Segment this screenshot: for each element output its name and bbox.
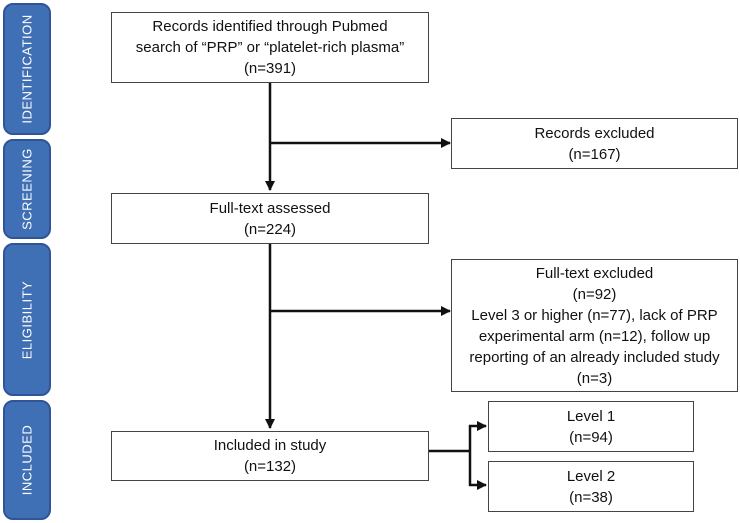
phase-screening: SCREENING (3, 139, 51, 239)
phase-included: INCLUDED (3, 400, 51, 520)
records-excluded-line-2: (n=167) (568, 145, 621, 163)
full-text-assessed-line-2: (n=224) (243, 220, 297, 238)
full-text-excluded-line-4: experimental arm (n=12), follow up (478, 327, 711, 345)
level-2-box: Level 2 (n=38) (488, 461, 694, 512)
full-text-assessed-box: Full-text assessed (n=224) (111, 193, 429, 244)
level-1-line-1: Level 1 (566, 407, 616, 425)
full-text-excluded-line-6: (n=3) (576, 369, 613, 387)
records-excluded-box: Records excluded (n=167) (451, 118, 738, 169)
level-1-box: Level 1 (n=94) (488, 401, 694, 452)
full-text-excluded-line-2: (n=92) (572, 285, 617, 303)
included-in-study-line-2: (n=132) (243, 458, 297, 475)
phase-identification: IDENTIFICATION (3, 3, 51, 135)
level-2-line-1: Level 2 (566, 467, 616, 485)
level-1-line-2: (n=94) (569, 428, 613, 446)
level-2-line-2: (n=38) (569, 488, 613, 506)
included-in-study-box: Included in study (n=132) (111, 431, 429, 481)
full-text-excluded-line-1: Full-text excluded (535, 264, 654, 282)
full-text-excluded-line-5: reporting of an already included study (469, 348, 720, 366)
full-text-excluded-box: Full-text excluded (n=92) Level 3 or hig… (451, 259, 738, 392)
phase-eligibility: ELIGIBILITY (3, 243, 51, 396)
records-excluded-line-1: Records excluded (534, 124, 655, 142)
full-text-excluded-line-3: Level 3 or higher (n=77), lack of PRP (471, 306, 718, 324)
included-in-study-line-1: Included in study (213, 437, 327, 454)
records-identified-line-1: Records identified through Pubmed (152, 18, 388, 35)
records-identified-box: Records identified through Pubmed search… (111, 12, 429, 83)
records-identified-line-3: (n=391) (243, 60, 297, 77)
full-text-assessed-line-1: Full-text assessed (209, 199, 331, 217)
records-identified-line-2: search of “PRP” or “platelet-rich plasma… (135, 39, 405, 56)
